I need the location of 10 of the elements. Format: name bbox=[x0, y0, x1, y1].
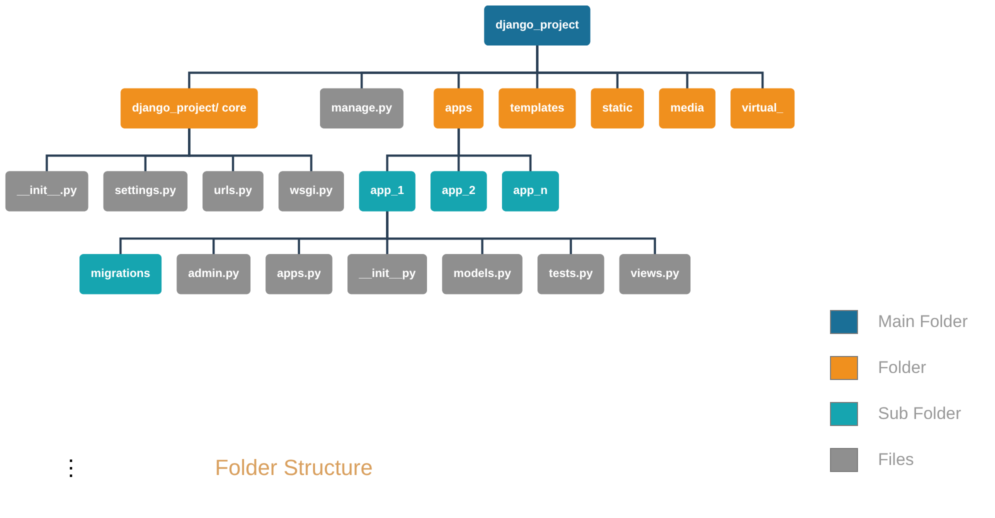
connector bbox=[536, 45, 764, 89]
legend-label: Files bbox=[878, 450, 914, 470]
legend-label: Main Folder bbox=[878, 312, 968, 332]
legend-label: Sub Folder bbox=[878, 404, 962, 424]
connector bbox=[386, 210, 656, 255]
ellipsis-label: ⋮ bbox=[60, 455, 82, 481]
connector bbox=[188, 128, 312, 172]
legend-label: Folder bbox=[878, 358, 926, 378]
connector bbox=[458, 128, 532, 172]
caption: Folder Structure bbox=[215, 455, 373, 481]
